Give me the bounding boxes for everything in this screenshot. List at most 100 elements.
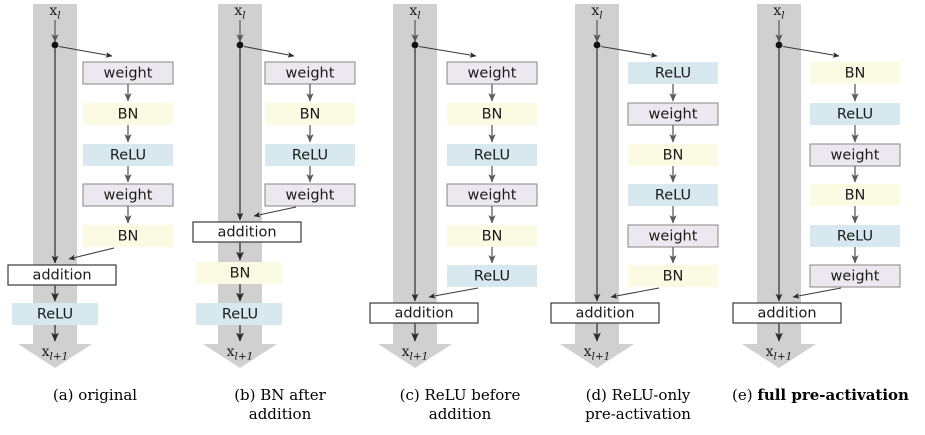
block-label-weight: weight: [649, 229, 698, 245]
block-label-bn: BN: [482, 229, 503, 245]
output-label-e: xl+1: [766, 344, 793, 363]
block-label-bn: BN: [230, 266, 251, 282]
block-label-weight: weight: [468, 66, 517, 82]
panel-caption-2: (c) ReLU before addition: [370, 386, 550, 424]
block-bn[interactable]: [447, 225, 537, 247]
block-bn[interactable]: [83, 103, 173, 125]
branch-split-dot: [775, 41, 783, 49]
branch-split-dot: [593, 41, 601, 49]
addition-box[interactable]: [732, 302, 842, 324]
branch-merge-arrow: [253, 206, 297, 218]
block-label-weight: weight: [104, 188, 153, 204]
block-label-bn: BN: [482, 107, 503, 123]
addition-box[interactable]: [192, 221, 302, 243]
block-relu[interactable]: [83, 144, 173, 166]
output-label-d: xl+1: [584, 344, 611, 363]
caption-prefix: (e): [732, 386, 758, 404]
output-label-c: xl+1: [402, 344, 429, 363]
addition-box[interactable]: [7, 264, 117, 286]
block-bn[interactable]: [447, 103, 537, 125]
block-relu[interactable]: [447, 144, 537, 166]
block-relu[interactable]: [12, 303, 98, 325]
block-label-bn: BN: [663, 148, 684, 164]
block-label-relu: ReLU: [474, 148, 510, 164]
block-label-relu: ReLU: [655, 188, 691, 204]
panel-caption-0: (a) original: [10, 386, 180, 405]
input-label-e: xl: [773, 3, 784, 22]
block-relu[interactable]: [447, 265, 537, 287]
block-label-relu: ReLU: [474, 269, 510, 285]
branch-entry-arrow: [58, 45, 113, 58]
block-bn[interactable]: [196, 262, 282, 284]
branch-split-dot: [236, 41, 244, 49]
branch-merge-arrow: [68, 247, 115, 261]
block-relu[interactable]: [196, 303, 282, 325]
block-label-relu: ReLU: [655, 66, 691, 82]
branch-merge-arrow: [792, 287, 842, 299]
caption-prefix: (b): [234, 386, 261, 404]
block-label-weight: weight: [831, 148, 880, 164]
block-bn[interactable]: [810, 184, 900, 206]
block-bn[interactable]: [810, 62, 900, 84]
block-label-bn: BN: [663, 269, 684, 285]
addition-box[interactable]: [550, 302, 660, 324]
input-label-b: xl: [234, 3, 245, 22]
block-weight[interactable]: [809, 264, 901, 288]
caption-prefix: (a): [52, 386, 79, 404]
input-label-a: xl: [49, 3, 60, 22]
branch-entry-arrow: [782, 45, 840, 58]
block-label-weight: weight: [649, 107, 698, 123]
addition-label: addition: [757, 306, 816, 322]
block-label-relu: ReLU: [110, 148, 146, 164]
input-label-d: xl: [591, 3, 602, 22]
block-label-bn: BN: [118, 229, 139, 245]
output-label-b: xl+1: [227, 344, 254, 363]
panel-caption-1: (b) BN after addition: [195, 386, 365, 424]
block-weight[interactable]: [264, 183, 356, 207]
block-bn[interactable]: [628, 144, 718, 166]
block-relu[interactable]: [810, 225, 900, 247]
block-relu[interactable]: [628, 62, 718, 84]
block-relu[interactable]: [810, 103, 900, 125]
caption-prefix: (d): [585, 386, 612, 404]
branch-entry-arrow: [418, 45, 477, 58]
block-label-relu: ReLU: [292, 148, 328, 164]
block-label-relu: ReLU: [222, 307, 258, 323]
block-label-bn: BN: [118, 107, 139, 123]
block-label-bn: BN: [845, 188, 866, 204]
block-relu[interactable]: [628, 184, 718, 206]
panel-caption-3: (d) ReLU-only pre-activation: [548, 386, 728, 424]
block-label-weight: weight: [468, 188, 517, 204]
caption-text: full pre-activation: [757, 386, 909, 404]
block-label-bn: BN: [845, 66, 866, 82]
branch-split-dot: [411, 41, 419, 49]
block-bn[interactable]: [628, 265, 718, 287]
block-bn[interactable]: [83, 225, 173, 247]
branch-entry-arrow: [600, 45, 658, 58]
block-label-weight: weight: [286, 188, 335, 204]
branch-merge-arrow: [428, 287, 479, 299]
block-label-relu: ReLU: [37, 307, 73, 323]
addition-box[interactable]: [369, 302, 479, 324]
block-label-weight: weight: [104, 66, 153, 82]
block-label-weight: weight: [831, 269, 880, 285]
addition-label: addition: [575, 306, 634, 322]
block-label-weight: weight: [286, 66, 335, 82]
output-label-a: xl+1: [42, 344, 69, 363]
block-label-bn: BN: [300, 107, 321, 123]
block-bn[interactable]: [265, 103, 355, 125]
caption-text: original: [78, 386, 138, 404]
caption-prefix: (c): [399, 386, 425, 404]
block-relu[interactable]: [265, 144, 355, 166]
caption-text: ReLU-only pre-activation: [585, 386, 691, 424]
block-label-relu: ReLU: [837, 107, 873, 123]
addition-label: addition: [394, 306, 453, 322]
addition-label: addition: [32, 268, 91, 284]
